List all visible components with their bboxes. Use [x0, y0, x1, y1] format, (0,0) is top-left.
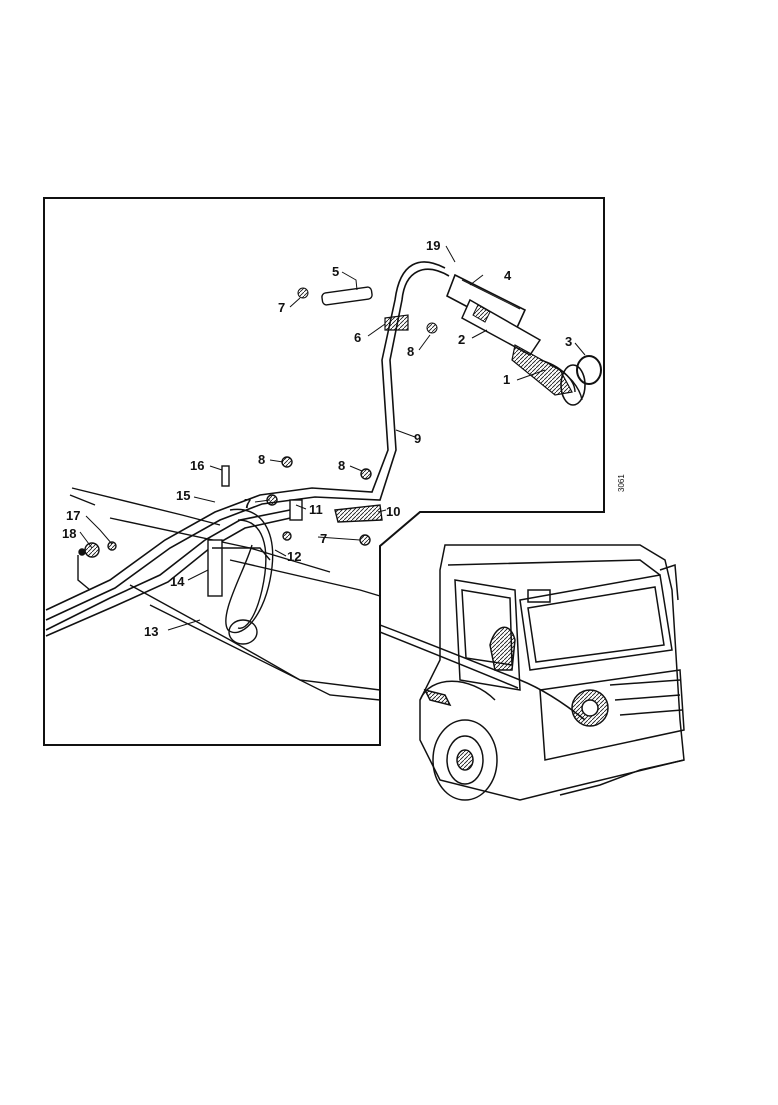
callout-13: 13 — [144, 624, 158, 639]
filler-assembly — [446, 273, 602, 406]
callout-5: 5 — [332, 264, 339, 279]
callout-18: 18 — [62, 526, 76, 541]
callout-9: 9 — [414, 431, 421, 446]
leader-lines — [79, 245, 586, 631]
callout-2: 2 — [458, 332, 465, 347]
callout-14: 14 — [170, 574, 185, 589]
truck-illustration — [379, 544, 685, 801]
callout-7b: 7 — [244, 496, 251, 511]
callout-3: 3 — [565, 334, 572, 349]
callout-15: 15 — [176, 488, 190, 503]
callout-labels: 1 2 3 4 5 6 7 8 9 16 8 8 15 7 11 10 17 7… — [62, 238, 572, 639]
figure-code: 3061 — [617, 474, 626, 492]
callout-10: 10 — [386, 504, 400, 519]
callout-6: 6 — [354, 330, 361, 345]
callout-19: 19 — [426, 238, 440, 253]
upper-clamp-parts — [297, 286, 438, 334]
chassis-frame — [69, 487, 381, 701]
fuel-hose — [45, 261, 450, 637]
callout-11: 11 — [309, 502, 323, 517]
callout-8b: 8 — [258, 452, 265, 467]
callout-8a: 8 — [407, 344, 414, 359]
callout-4: 4 — [504, 268, 512, 283]
callout-1: 1 — [503, 372, 510, 387]
callout-8c: 8 — [338, 458, 345, 473]
callout-17: 17 — [66, 508, 80, 523]
callout-7c: 7 — [320, 531, 327, 546]
callout-12: 12 — [287, 549, 301, 564]
callout-16: 16 — [190, 458, 204, 473]
inset-frame — [43, 197, 605, 746]
lower-mount-parts — [77, 456, 383, 645]
callout-7a: 7 — [278, 300, 285, 315]
